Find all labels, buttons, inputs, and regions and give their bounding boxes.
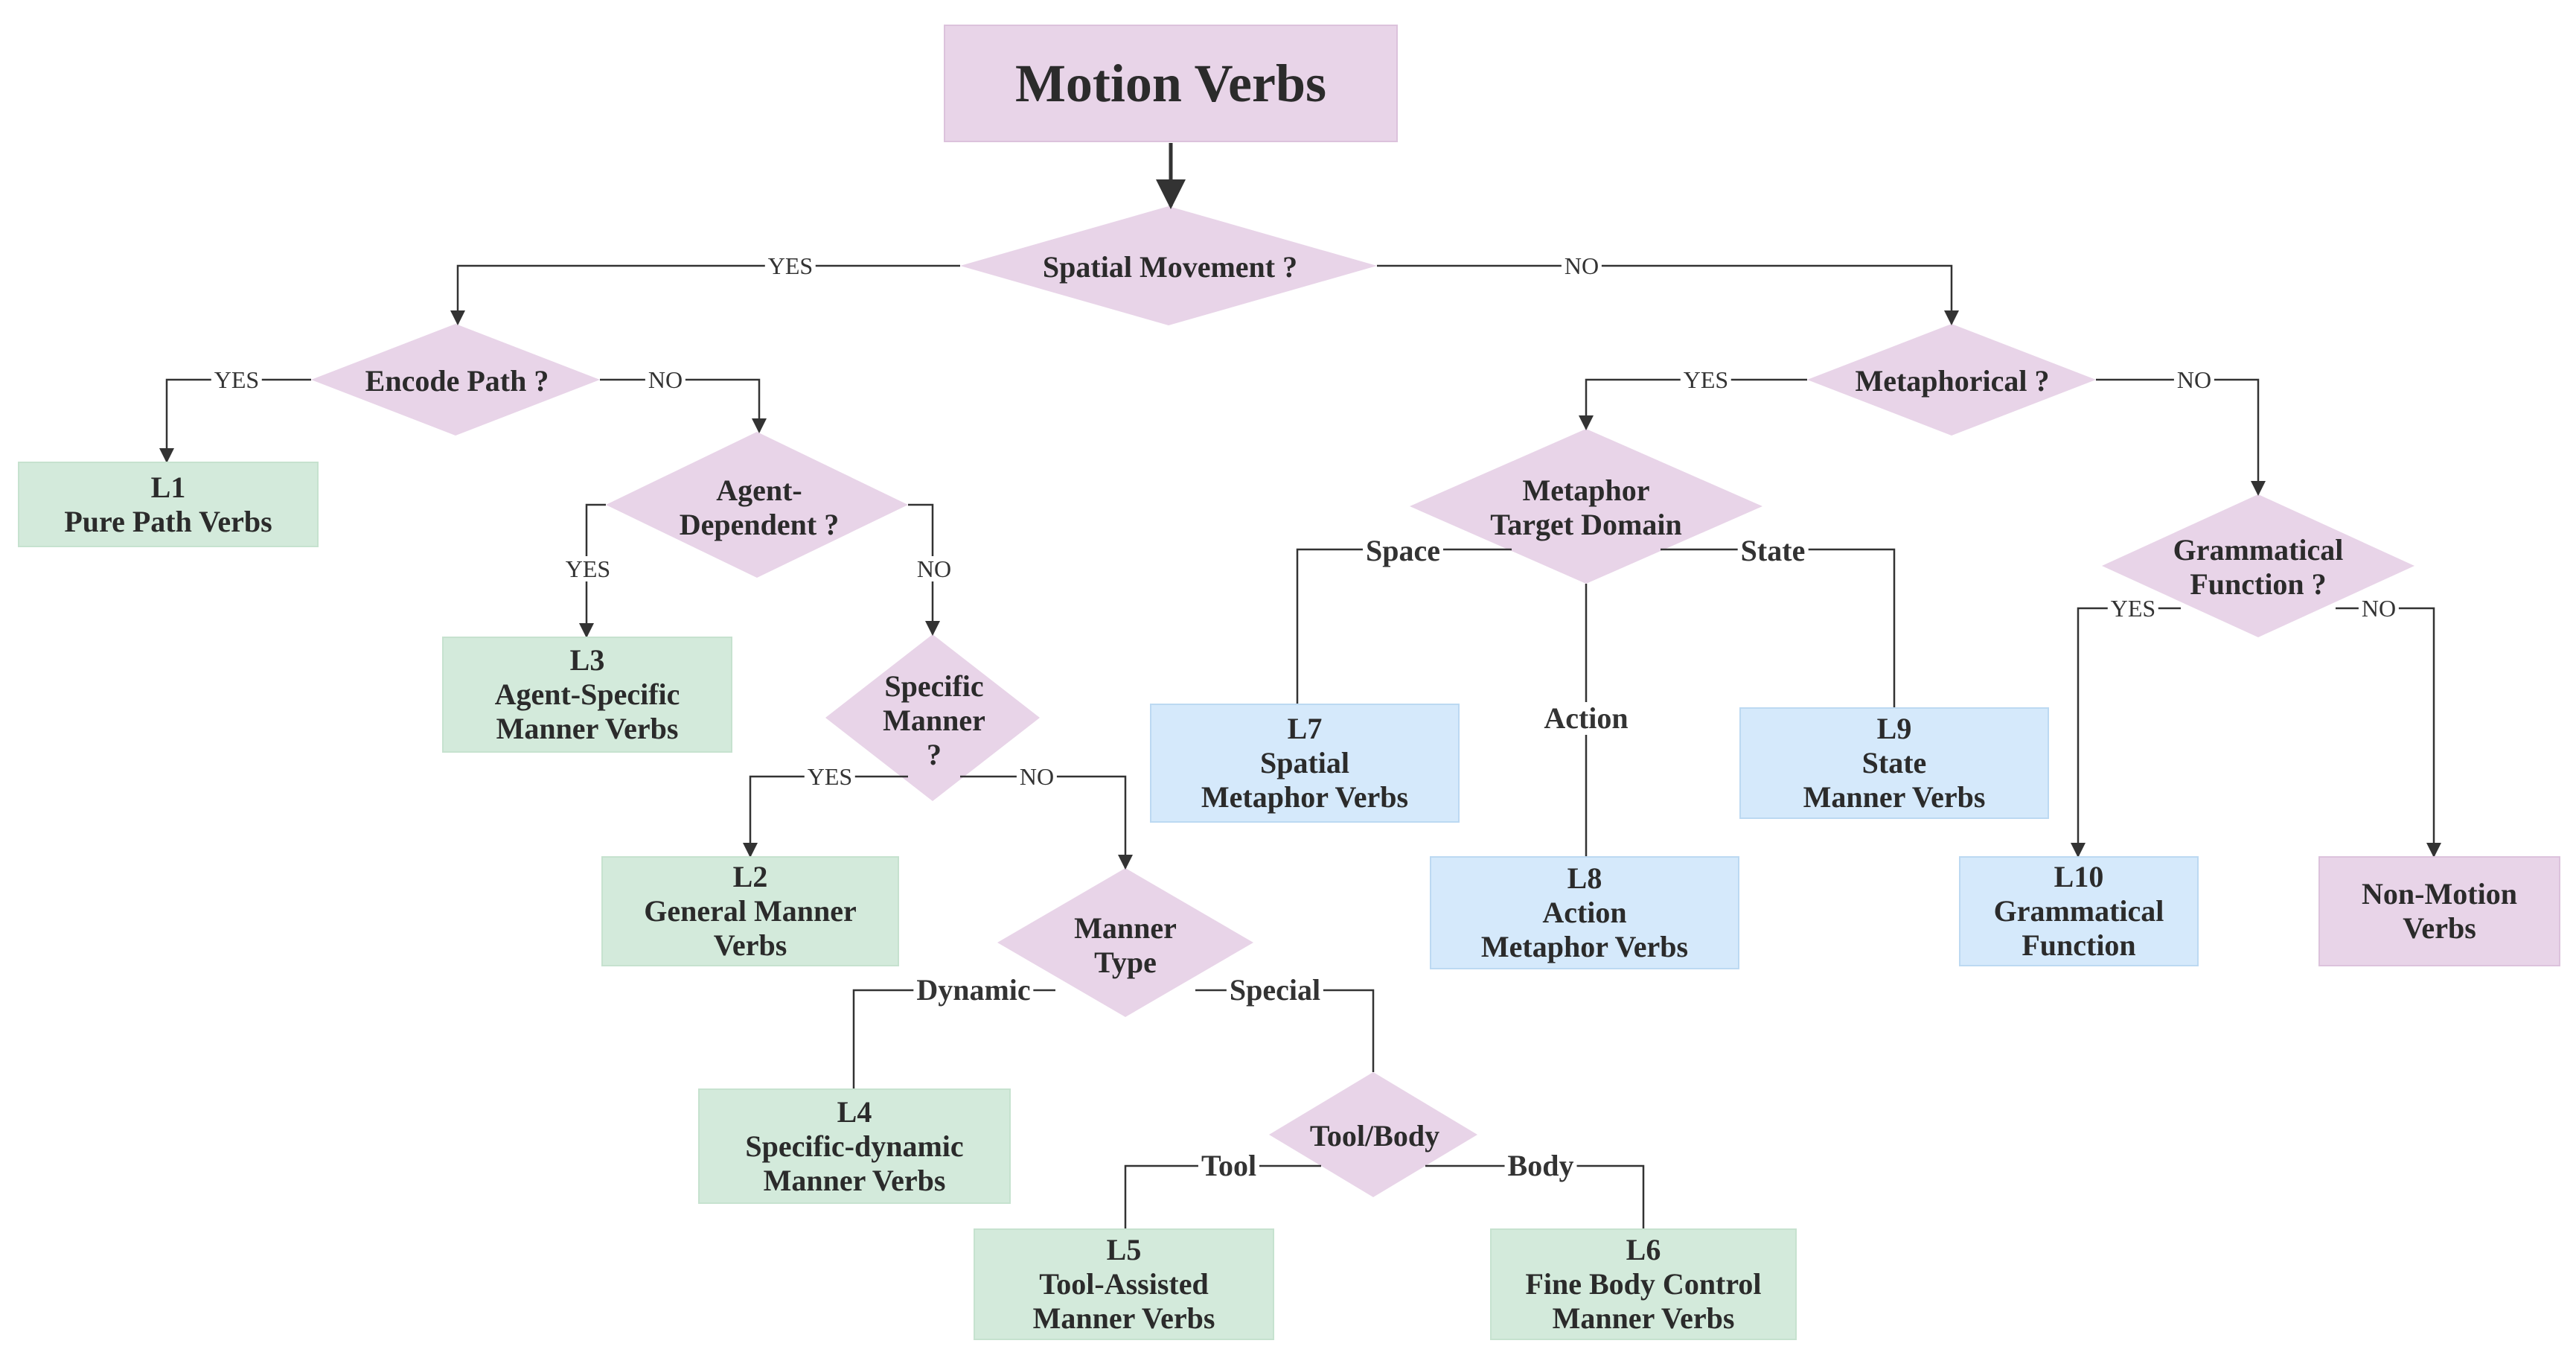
decision-spatial-movement-shape bbox=[960, 206, 1377, 325]
edge-label-dynamic: Dynamic bbox=[913, 974, 1034, 1007]
decision-metaphor-target-shape bbox=[1410, 429, 1762, 584]
root-node: Motion Verbs bbox=[944, 25, 1398, 142]
connector-metaphorical-yes bbox=[1579, 378, 1807, 430]
leaf-l10: L10 Grammatical Function bbox=[1959, 856, 2199, 966]
edge-label-metaphorical-no: NO bbox=[2173, 367, 2215, 392]
edge-label-specific-no: NO bbox=[1016, 764, 1058, 789]
decision-encode-path-shape bbox=[311, 324, 600, 436]
decision-agent-dependent-shape bbox=[606, 432, 908, 578]
edge-label-state: State bbox=[1737, 535, 1809, 567]
connector-agent-no bbox=[908, 503, 940, 636]
leaf-l6: L6 Fine Body Control Manner Verbs bbox=[1490, 1228, 1797, 1340]
leaf-non-motion: Non-Motion Verbs bbox=[2318, 856, 2560, 966]
edge-label-specific-yes: YES bbox=[804, 764, 856, 789]
edge-label-encode-no: NO bbox=[645, 367, 686, 392]
connector-encode-yes bbox=[159, 378, 311, 463]
decision-specific-manner-shape bbox=[825, 634, 1040, 801]
edge-label-body: Body bbox=[1504, 1150, 1577, 1182]
leaf-l8: L8 Action Metaphor Verbs bbox=[1430, 856, 1739, 969]
connector-grammatical-no bbox=[2336, 607, 2441, 858]
connector-spatial-no bbox=[1377, 264, 1959, 325]
connector-grammatical-yes bbox=[2071, 607, 2181, 858]
edge-label-metaphorical-yes: YES bbox=[1680, 367, 1732, 392]
decision-manner-type-shape bbox=[997, 868, 1253, 1017]
connector-metaphorical-no bbox=[2096, 378, 2266, 496]
connector-body bbox=[1425, 1164, 1645, 1228]
decision-tool-body-shape bbox=[1269, 1072, 1477, 1197]
edge-label-grammatical-yes: YES bbox=[2107, 596, 2159, 621]
edge-label-agent-no: NO bbox=[913, 556, 955, 581]
connector-target-state bbox=[1661, 548, 1896, 707]
connector-specific-no bbox=[960, 775, 1133, 870]
edge-label-tool: Tool bbox=[1198, 1150, 1260, 1182]
edge-label-special: Special bbox=[1226, 974, 1324, 1007]
edge-label-action: Action bbox=[1541, 702, 1631, 735]
edge-label-spatial-yes: YES bbox=[764, 253, 816, 278]
edge-label-grammatical-no: NO bbox=[2358, 596, 2400, 621]
edge-label-encode-yes: YES bbox=[211, 367, 263, 392]
connector-specific-yes bbox=[743, 775, 908, 858]
leaf-l4: L4 Specific-dynamic Manner Verbs bbox=[698, 1088, 1011, 1204]
leaf-l1: L1 Pure Path Verbs bbox=[18, 462, 319, 547]
edge-label-spatial-no: NO bbox=[1561, 253, 1602, 278]
edge-label-agent-yes: YES bbox=[562, 556, 614, 581]
leaf-l3: L3 Agent-Specific Manner Verbs bbox=[442, 637, 732, 753]
decision-grammatical-function-shape bbox=[2102, 494, 2414, 637]
connector-spatial-yes bbox=[450, 264, 960, 325]
connector-agent-yes bbox=[579, 503, 606, 638]
leaf-l9: L9 State Manner Verbs bbox=[1739, 707, 2049, 819]
leaf-l5: L5 Tool-Assisted Manner Verbs bbox=[974, 1228, 1274, 1340]
decision-metaphorical-shape bbox=[1807, 324, 2096, 436]
leaf-l7: L7 Spatial Metaphor Verbs bbox=[1150, 704, 1460, 823]
edge-label-space: Space bbox=[1363, 535, 1443, 567]
leaf-l2: L2 General Manner Verbs bbox=[601, 856, 899, 966]
connector-target-space bbox=[1296, 548, 1512, 704]
